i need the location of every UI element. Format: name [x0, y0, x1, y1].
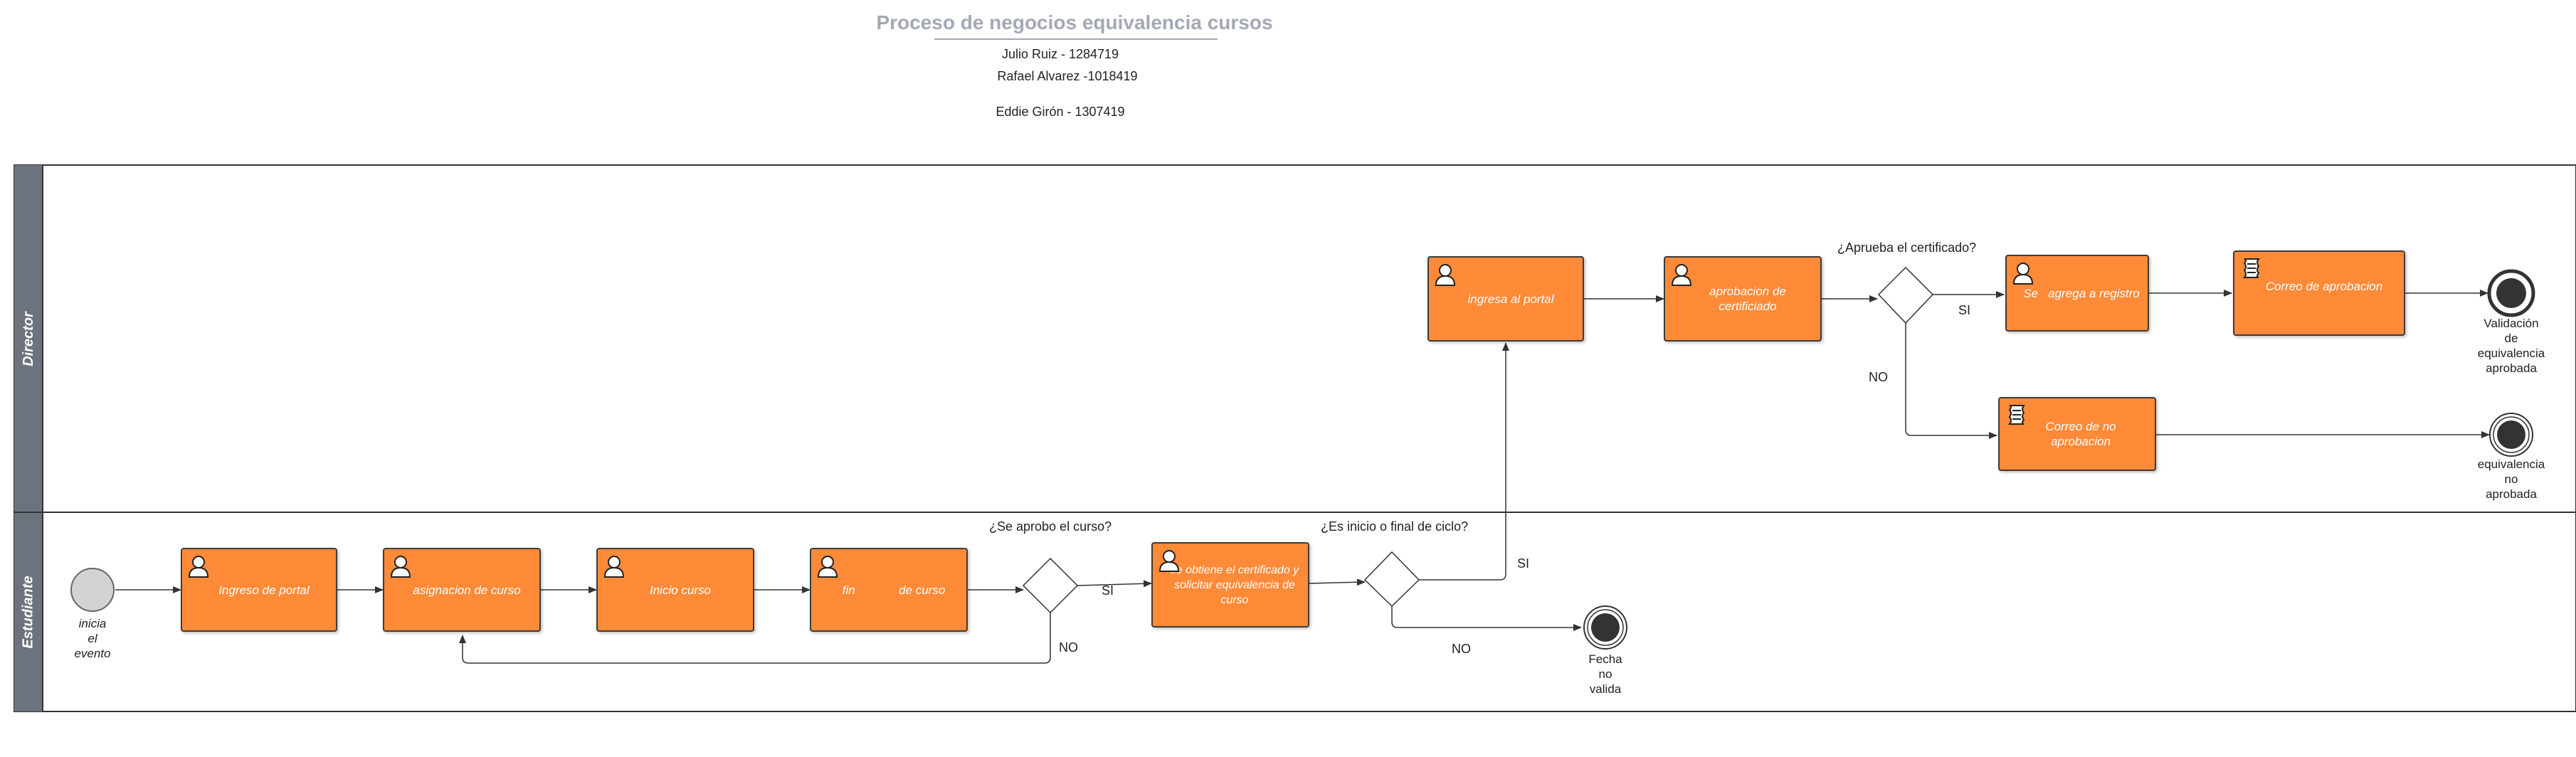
end-not-approved-label: equivalencia no aprobada	[2477, 457, 2545, 501]
task-inicio-curso-label: Inicio curso	[650, 583, 711, 597]
flow-cert-no	[1905, 323, 1997, 439]
lane-estudiante-label: Estudiante	[20, 575, 36, 649]
task-director-portal-label: ingresa al portal	[1467, 292, 1554, 306]
flow-label-aprobo-si: SI	[1102, 583, 1114, 598]
gateway-ciclo	[1363, 551, 1420, 608]
title-underline	[934, 38, 1218, 40]
start-event-label: inicia el evento	[74, 617, 111, 660]
user-icon	[1158, 550, 1180, 572]
gateway-ciclo-label: ¿Es inicio o final de ciclo?	[1321, 519, 1469, 534]
task-certificado-label: se obtiene el certificado y solicitar eq…	[1170, 563, 1299, 606]
user-icon	[1435, 264, 1456, 286]
task-fin-curso[interactable]: fin de curso	[810, 548, 968, 632]
lane-estudiante: Estudiante	[14, 512, 43, 711]
flow-label-cert-si: SI	[1958, 303, 1971, 317]
flow-ciclo-no	[1391, 606, 1582, 631]
start-event	[70, 568, 115, 612]
task-ingreso-portal-label: Ingreso de portal	[218, 583, 310, 597]
gateway-certificado-label: ¿Aprueba el certificado?	[1837, 240, 1977, 255]
user-icon	[817, 556, 838, 578]
task-registro[interactable]: Se agrega a registro	[2005, 255, 2149, 332]
task-asignacion-label: asignacion de curso	[413, 583, 521, 597]
task-registro-label: Se agrega a registro	[2023, 286, 2140, 300]
user-icon	[390, 556, 411, 578]
task-asignacion[interactable]: asignacion de curso	[383, 548, 541, 632]
lane-director: Director	[14, 165, 43, 512]
flow-aprobo-si	[1077, 580, 1152, 588]
gateway-certificado	[1877, 266, 1934, 324]
flow-label-cert-no: NO	[1869, 370, 1888, 384]
gateway-aprobo-label: ¿Se aprobo el curso?	[989, 519, 1112, 534]
user-icon	[603, 556, 625, 578]
lane-director-label: Director	[20, 311, 36, 366]
task-correo-no-aprobacion[interactable]: Correo de no aprobacion	[1998, 397, 2156, 471]
flow-ciclo-si	[1419, 342, 1509, 581]
user-icon	[1671, 264, 1692, 286]
end-event-not-approved	[2489, 413, 2533, 457]
lane-header-bar	[14, 165, 43, 711]
task-fin-curso-label: fin de curso	[842, 583, 946, 597]
user-icon	[2012, 263, 2034, 285]
task-director-portal[interactable]: ingresa al portal	[1427, 256, 1584, 342]
task-aprobacion[interactable]: aprobacion de certificiado	[1664, 256, 1822, 342]
author-3: Eddie Girón - 1307419	[996, 105, 1125, 119]
gateway-aprobo	[1022, 557, 1079, 614]
task-inicio-curso[interactable]: Inicio curso	[596, 548, 754, 632]
end-event-approved	[2487, 269, 2535, 317]
flow-label-ciclo-si: SI	[1517, 556, 1530, 571]
flow-label-ciclo-no: NO	[1452, 642, 1471, 656]
author-2: Rafael Alvarez -1018419	[997, 69, 1138, 83]
flow-certificado-to-gateway	[1309, 578, 1366, 586]
end-invalid-label: Fecha no valida	[1588, 652, 1622, 696]
task-certificado[interactable]: se obtiene el certificado y solicitar eq…	[1151, 542, 1309, 628]
flow-label-aprobo-no: NO	[1059, 640, 1078, 655]
author-1: Julio Ruiz - 1284719	[1001, 47, 1119, 61]
end-event-invalid	[1583, 605, 1627, 650]
script-icon	[2242, 258, 2261, 278]
end-approved-label: Validación de equivalencia aprobada	[2477, 317, 2545, 375]
flow-aprobo-no	[459, 613, 1051, 664]
task-correo-aprobacion-label: Correo de aprobacion	[2265, 279, 2383, 293]
user-icon	[188, 556, 209, 578]
task-correo-no-aprobacion-label: Correo de no aprobacion	[2045, 420, 2116, 448]
task-ingreso-portal[interactable]: Ingreso de portal	[181, 548, 337, 632]
script-icon	[2007, 405, 2026, 425]
diagram-title: Proceso de negocios equivalencia cursos	[876, 11, 1273, 33]
task-correo-aprobacion[interactable]: Correo de aprobacion	[2233, 250, 2405, 336]
task-aprobacion-label: aprobacion de certificiado	[1709, 285, 1786, 313]
